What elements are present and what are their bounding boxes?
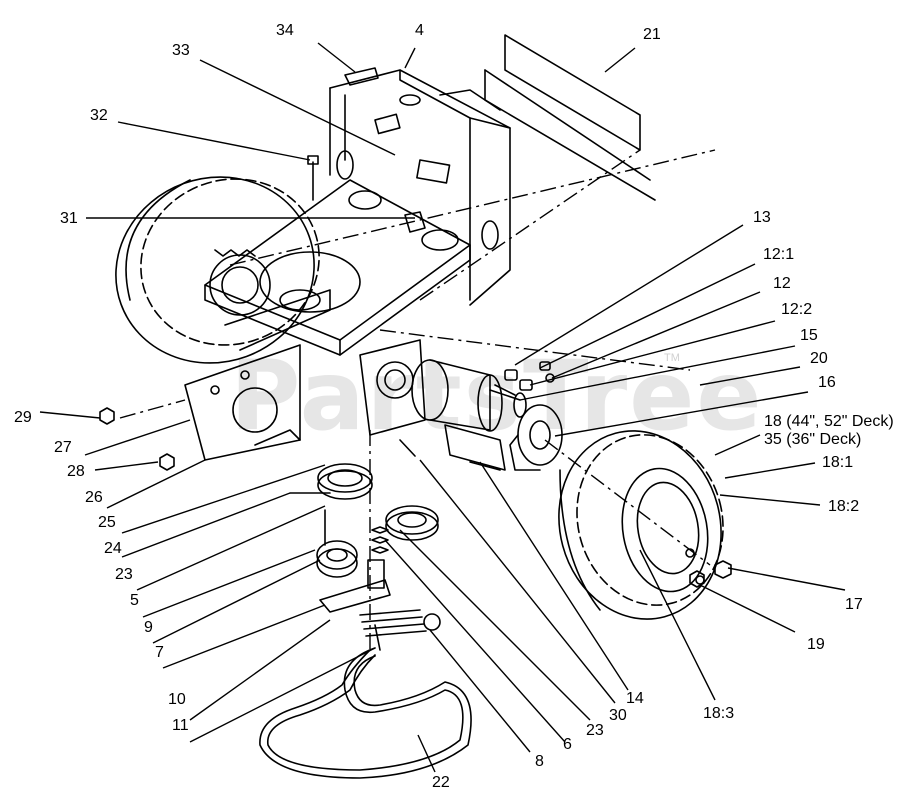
center-lines	[119, 149, 716, 650]
callout-18: 18 (44", 52" Deck)	[764, 413, 894, 430]
callout-25: 25	[98, 514, 116, 531]
fittings	[494, 361, 555, 396]
callout-12-2: 12:2	[781, 301, 813, 318]
callout-14: 14	[626, 690, 644, 707]
callout-12: 12	[773, 275, 791, 292]
callout-12-1: 12:1	[763, 246, 795, 263]
callout-24: 24	[104, 540, 122, 557]
callout-16: 16	[818, 374, 836, 391]
callout-26: 26	[85, 489, 103, 506]
wheel-hub	[509, 404, 563, 471]
motor-assembly	[359, 339, 527, 471]
left-tire	[115, 176, 320, 364]
callout-5: 5	[130, 592, 139, 609]
callout-35: 35 (36" Deck)	[764, 431, 862, 448]
callout-7: 7	[155, 644, 164, 661]
drive-belt	[259, 647, 472, 779]
callout-32: 32	[90, 107, 108, 124]
bolts	[99, 155, 501, 546]
callout-21: 21	[643, 26, 661, 43]
idler-arm	[319, 526, 441, 651]
callout-18-3: 18:3	[703, 705, 735, 722]
callout-31: 31	[60, 210, 78, 227]
callout-28: 28	[67, 463, 85, 480]
callout-23-left: 23	[115, 566, 133, 583]
callout-20: 20	[810, 350, 828, 367]
frame	[204, 67, 511, 356]
callout-4: 4	[415, 22, 424, 39]
callout-27: 27	[54, 439, 72, 456]
callout-10: 10	[168, 691, 186, 708]
callout-34: 34	[276, 22, 294, 39]
callout-22: 22	[432, 774, 450, 791]
callout-19: 19	[807, 636, 825, 653]
callout-33: 33	[172, 42, 190, 59]
callout-23-right: 23	[586, 722, 604, 739]
callout-18-2: 18:2	[828, 498, 860, 515]
pulleys	[316, 463, 439, 578]
callout-30: 30	[609, 707, 627, 724]
right-tire	[558, 430, 724, 620]
left-bracket	[184, 289, 331, 461]
watermark-trademark: TM	[664, 352, 680, 364]
leader-lines	[39, 42, 846, 773]
lug-nuts	[689, 560, 732, 588]
callout-9: 9	[144, 619, 153, 636]
callout-17: 17	[845, 596, 863, 613]
callout-8: 8	[535, 753, 544, 770]
callout-29: 29	[14, 409, 32, 426]
callout-15: 15	[800, 327, 818, 344]
callout-13: 13	[753, 209, 771, 226]
callout-11: 11	[172, 717, 189, 734]
callout-18-1: 18:1	[822, 454, 854, 471]
callout-6: 6	[563, 736, 572, 753]
